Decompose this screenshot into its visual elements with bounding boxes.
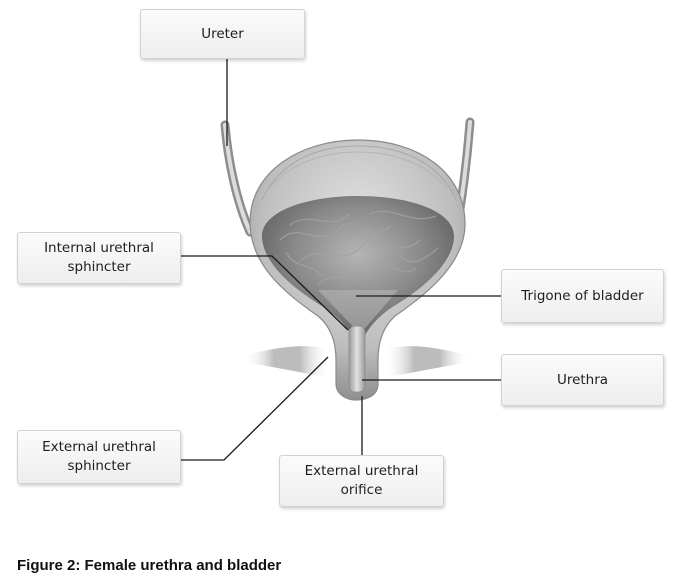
pelvic-floor-muscle	[244, 346, 330, 378]
label-urethra-text: Urethra	[556, 372, 609, 388]
label-external-sphincter-line2: sphincter	[67, 458, 131, 474]
label-internal-sphincter-line1: Internal urethral	[44, 240, 154, 256]
figure-caption: Figure 2: Female urethra and bladder	[17, 557, 282, 574]
leader-line-internal-sphincter	[181, 255, 349, 331]
label-external-sphincter-line1: External urethral	[42, 439, 156, 455]
bladder-cavity	[262, 196, 454, 342]
label-external-urethral-orifice: External urethral orifice	[279, 455, 444, 507]
trigone-region	[318, 290, 398, 334]
pelvic-floor-muscle-right	[384, 346, 470, 378]
label-external-orifice-line2: orifice	[340, 482, 383, 498]
label-trigone-of-bladder: Trigone of bladder	[501, 269, 664, 323]
left-ureter	[220, 120, 255, 237]
urethra-channel	[348, 325, 366, 393]
label-external-orifice-line1: External urethral	[304, 463, 419, 479]
leader-line-external-sphincter	[181, 356, 329, 461]
label-external-urethral-sphincter: External urethral sphincter	[17, 430, 181, 484]
label-urethra: Urethra	[501, 354, 664, 406]
label-ureter-text: Ureter	[201, 26, 244, 42]
mucosal-folds	[279, 210, 439, 285]
label-internal-urethral-sphincter: Internal urethral sphincter	[17, 232, 181, 284]
label-internal-sphincter-line2: sphincter	[67, 259, 131, 275]
label-ureter: Ureter	[140, 9, 305, 59]
leader-lines	[181, 58, 501, 461]
label-trigone-text: Trigone of bladder	[521, 288, 644, 304]
